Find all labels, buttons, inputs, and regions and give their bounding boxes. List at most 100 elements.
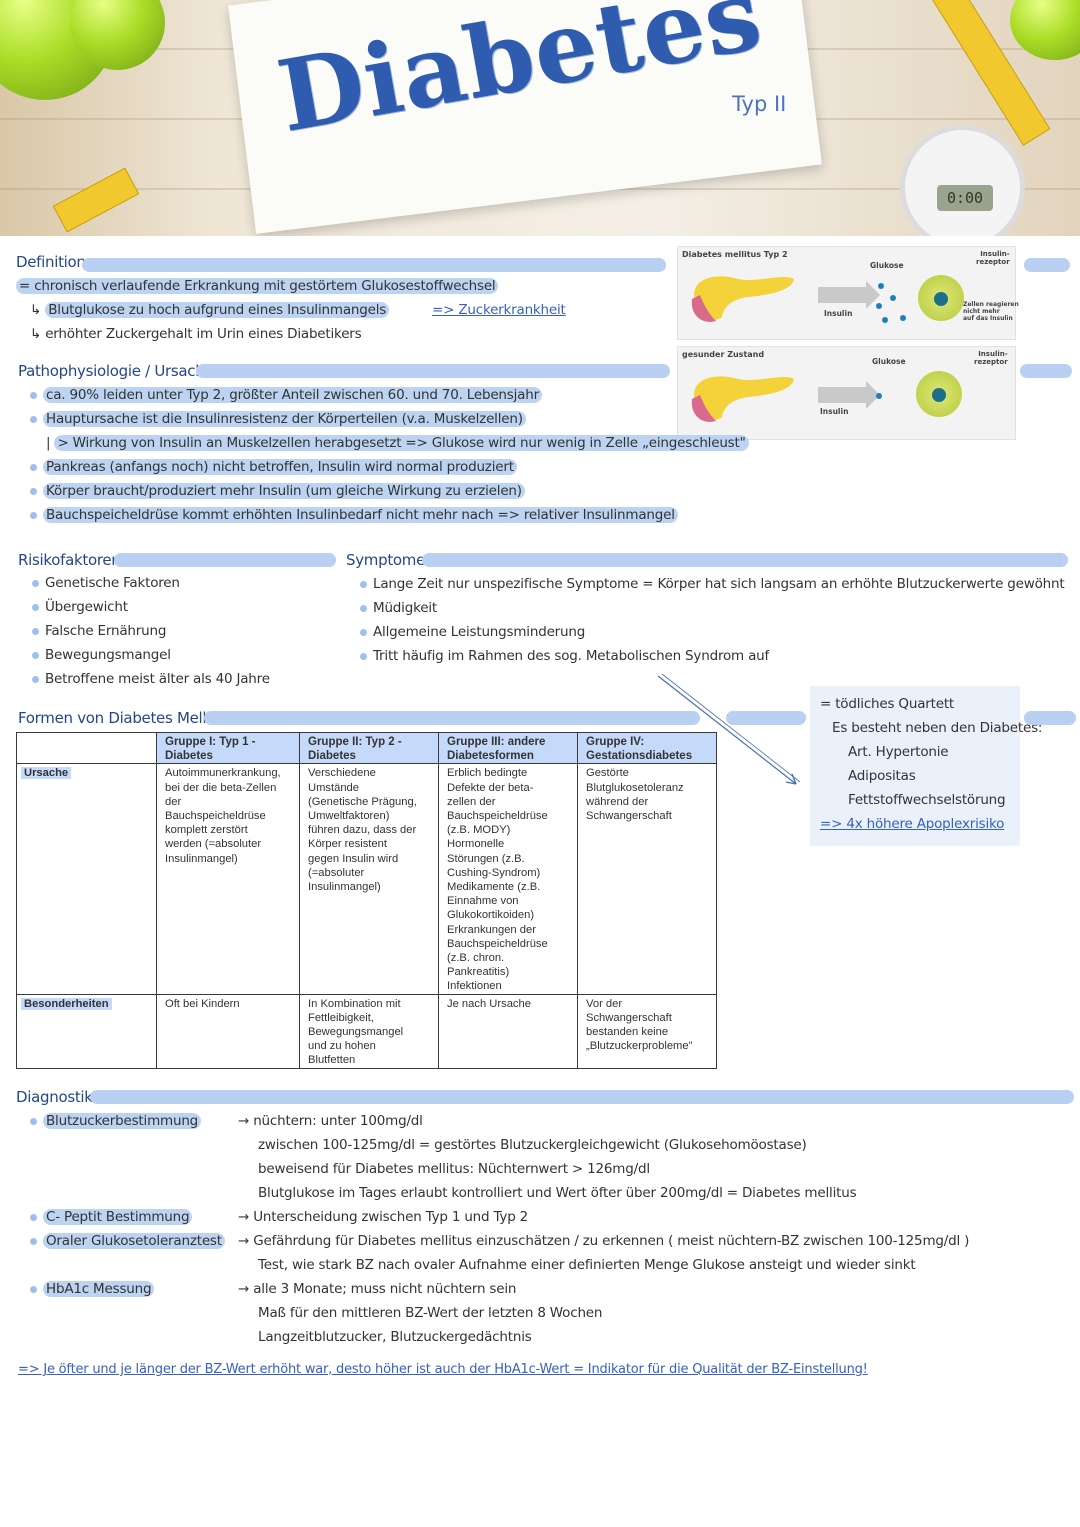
glukose-label: Glukose	[870, 261, 904, 270]
symptom-item: Allgemeine Leistungsminderung	[360, 624, 585, 640]
symptom-item: Tritt häufig im Rahmen des sog. Metaboli…	[360, 648, 769, 664]
sidebox-item: Fettstoffwechselstörung	[848, 792, 1006, 808]
heading-bar	[114, 553, 336, 567]
stopwatch-display: 0:00	[937, 185, 993, 211]
pathophys-item: Körper braucht/produziert mehr Insulin (…	[30, 483, 525, 499]
symptoms-heading: Symptome:	[346, 551, 430, 569]
definition-line-2: ↳ Blutglukose zu hoch aufgrund eines Ins…	[30, 302, 390, 318]
risk-item: Übergewicht	[32, 599, 128, 615]
diagnostik-heading: Diagnostik	[16, 1088, 93, 1106]
figure-gesunder-zustand: gesunder Zustand Insulin Glukose Insulin…	[677, 346, 1016, 440]
table-header-cell: Gruppe II: Typ 2 - Diabetes	[299, 731, 439, 765]
risk-item: Bewegungsmangel	[32, 647, 171, 663]
figure-caption: gesunder Zustand	[682, 350, 765, 359]
diagnostik-line: beweisend für Diabetes mellitus: Nüchter…	[258, 1161, 650, 1177]
heading-bar	[1020, 364, 1072, 378]
glucose-dot	[876, 303, 882, 309]
definition-heading: Definition	[16, 253, 86, 271]
pathophys-heading: Pathophysiologie / Ursache	[18, 362, 214, 380]
connector-arrow-icon	[657, 673, 801, 785]
table-row: Besonderheiten Oft bei Kindern In Kombin…	[16, 993, 717, 1069]
figure-diabetes-typ2: Diabetes mellitus Typ 2 Insulin Glukose …	[677, 246, 1019, 340]
table-cell: Je nach Ursache	[438, 993, 578, 1069]
sidebox-item: Adipositas	[848, 768, 916, 784]
green-apple-decoration	[1010, 0, 1080, 60]
table-header-cell: Gruppe III: andere Diabetesformen	[438, 731, 578, 765]
table-cell: Gestörte Blutglukosetoleranz während der…	[577, 763, 717, 995]
glucose-dot	[890, 295, 896, 301]
diagnostik-line: → nüchtern: unter 100mg/dl	[238, 1113, 423, 1129]
table-header-cell: Gruppe IV: Gestationsdiabetes	[577, 731, 717, 765]
pathophys-item: Bauchspeicheldrüse kommt erhöhten Insuli…	[30, 507, 678, 523]
measuring-tape-decoration	[52, 167, 140, 233]
diagnostik-line: Blutglukose im Tages erlaubt kontrollier…	[258, 1185, 857, 1201]
figure-caption: Diabetes mellitus Typ 2	[682, 250, 788, 259]
pathophys-item: ca. 90% leiden unter Typ 2, größter Ante…	[30, 387, 542, 403]
insulin-label: Insulin	[820, 407, 849, 416]
rezeptor-label: Insulin- rezeptor	[974, 350, 1008, 366]
insulin-label: Insulin	[824, 309, 853, 318]
symptom-item: Lange Zeit nur unspezifische Symptome = …	[360, 576, 1065, 592]
table-cell: Vor der Schwangerschaft bestanden keine …	[577, 993, 717, 1069]
zuckerkrankheit-link[interactable]: => Zuckerkrankheit	[432, 302, 566, 318]
diagnostik-item-label: C- Peptit Bestimmung	[30, 1209, 193, 1225]
sidebox-item: Art. Hypertonie	[848, 744, 949, 760]
definition-line-3: ↳ erhöhter Zuckergehalt im Urin eines Di…	[30, 326, 362, 342]
diagnostik-line: Langzeitblutzucker, Blutzuckergedächtnis	[258, 1329, 532, 1345]
pancreas-icon	[691, 276, 794, 322]
header-photo: Diabetes Typ II 0:00	[0, 0, 1080, 236]
table-cell: Autoimmunerkrankung, bei der die beta-Ze…	[156, 763, 300, 995]
heading-bar	[90, 1090, 1074, 1104]
diagnostik-line: zwischen 100-125mg/dl = gestörtes Blutzu…	[258, 1137, 807, 1153]
heading-bar	[1024, 258, 1070, 272]
glucose-dot	[882, 317, 888, 323]
row-label: Besonderheiten	[16, 993, 157, 1069]
glucose-dot	[876, 393, 882, 399]
table-header-cell: Gruppe I: Typ 1 - Diabetes	[156, 731, 300, 765]
heading-bar	[726, 711, 806, 725]
stopwatch-decoration: 0:00	[900, 125, 1025, 236]
table-cell: In Kombination mit Fettleibigkeit, Beweg…	[299, 993, 439, 1069]
diagnostik-line: → Gefährdung für Diabetes mellitus einzu…	[238, 1233, 970, 1249]
diagnostik-line: → alle 3 Monate; muss nicht nüchtern sei…	[238, 1281, 517, 1297]
risk-item: Betroffene meist älter als 40 Jahre	[32, 671, 270, 687]
pathophys-item: Hauptursache ist die Insulinresistenz de…	[30, 411, 526, 427]
table-header-cell	[16, 731, 157, 765]
pathophys-subitem: | > Wirkung von Insulin an Muskelzellen …	[46, 435, 749, 451]
sidebox-line: = tödliches Quartett	[820, 696, 955, 712]
table-header-row: Gruppe I: Typ 1 - Diabetes Gruppe II: Ty…	[16, 731, 717, 765]
glukose-label: Glukose	[872, 357, 906, 366]
table-cell: Erblich bedingte Defekte der beta- zelle…	[438, 763, 578, 995]
sidebox-line: Es besteht neben den Diabetes:	[832, 720, 1043, 736]
risk-heading: Risikofaktoren	[18, 551, 121, 569]
rezeptor-label: Insulin- rezeptor	[976, 250, 1010, 266]
heading-bar	[204, 711, 700, 725]
heading-bar	[196, 364, 670, 378]
risk-item: Falsche Ernährung	[32, 623, 166, 639]
glucose-dot	[878, 283, 884, 289]
apoplex-link[interactable]: => 4x höhere Apoplexrisiko	[820, 816, 1005, 832]
row-label: Ursache	[16, 763, 157, 995]
pancreas-icon	[691, 376, 794, 422]
diagnostik-line: → Unterscheidung zwischen Typ 1 und Typ …	[238, 1209, 529, 1225]
pathophys-item: Pankreas (anfangs noch) nicht betroffen,…	[30, 459, 517, 475]
diagnostik-line: Maß für den mittleren BZ-Wert der letzte…	[258, 1305, 603, 1321]
arrow-icon	[818, 381, 880, 409]
diagnostik-item-label: Blutzuckerbestimmung	[30, 1113, 202, 1129]
conclusion-note: => Je öfter und je länger der BZ-Wert er…	[18, 1362, 868, 1377]
table-cell: Oft bei Kindern	[156, 993, 300, 1069]
heading-bar	[82, 258, 666, 272]
glucose-dot	[900, 315, 906, 321]
cell-icon	[918, 275, 964, 321]
risk-item: Genetische Faktoren	[32, 575, 180, 591]
forms-table: Gruppe I: Typ 1 - Diabetes Gruppe II: Ty…	[16, 731, 717, 1069]
heading-bar	[1024, 711, 1076, 725]
arrow-icon	[818, 281, 880, 309]
table-cell: Verschiedene Umstände (Genetische Prägun…	[299, 763, 439, 995]
figure-note: Zellen reagieren nicht mehr auf das Insu…	[963, 301, 1019, 322]
definition-line-1: = chronisch verlaufende Erkrankung mit g…	[16, 278, 499, 294]
diagnostik-item-label: HbA1c Messung	[30, 1281, 155, 1297]
forms-heading: Formen von Diabetes Mellitus	[18, 709, 233, 727]
symptom-item: Müdigkeit	[360, 600, 437, 616]
table-row: Ursache Autoimmunerkrankung, bei der die…	[16, 763, 717, 995]
